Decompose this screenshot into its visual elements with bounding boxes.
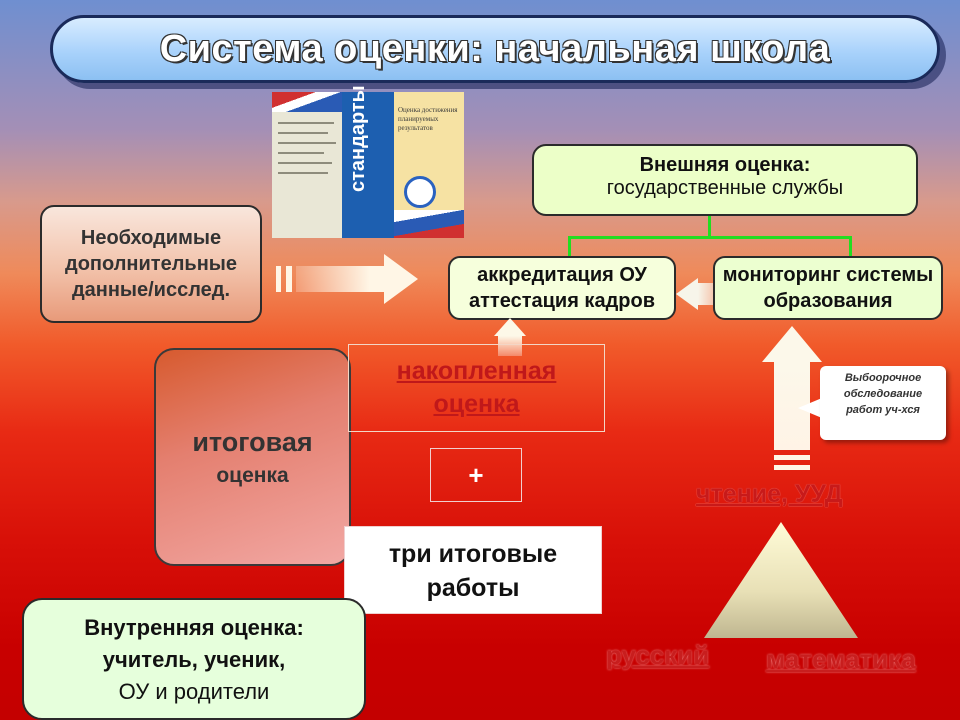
up-arrow-icon — [494, 318, 526, 336]
internal-evaluation-parents: ОУ и родители — [118, 679, 270, 704]
book-flag-stripes-right — [394, 210, 464, 238]
external-evaluation-box: Внешняя оценка: государственные службы — [532, 144, 918, 216]
additional-data-line1: Необходимые — [80, 227, 222, 249]
book-text-line — [278, 132, 328, 134]
right-arrow-icon — [384, 254, 418, 304]
accumulated-assessment-box: накопленная оценка — [348, 344, 605, 432]
accreditation-line2: аттестация кадров — [469, 290, 655, 312]
slide-title: Система оценки: начальная школа — [159, 27, 831, 70]
plus-sign: + — [468, 459, 484, 490]
monitoring-box: мониторинг системы образования — [713, 256, 943, 320]
additional-data-line2: дополнительные — [65, 253, 237, 275]
connector-line — [849, 236, 852, 258]
internal-evaluation-heading: Внутренняя оценка: — [84, 615, 304, 640]
russian-label[interactable]: русский — [606, 640, 710, 670]
callout-tail — [798, 398, 822, 418]
additional-data-box: Необходимые дополнительные данные/исслед… — [40, 205, 262, 323]
standards-book-image: стандарты Оценка достижения планируемых … — [272, 85, 464, 238]
sampling-survey-callout: Выбоорочное обследование работ уч-хся — [820, 366, 946, 440]
callout-line1: Выбоорочное — [844, 372, 922, 384]
book-text-line — [278, 162, 332, 164]
connector-line — [568, 236, 571, 258]
book-logo-icon — [404, 176, 436, 208]
big-up-arrow-icon — [762, 326, 822, 362]
reading-label[interactable]: чтение, УУД — [696, 480, 843, 508]
external-evaluation-subtitle: государственные службы — [606, 177, 844, 199]
monitoring-line1: мониторинг системы — [722, 264, 934, 286]
callout-line3: работ уч-хся — [846, 404, 920, 416]
accreditation-line1: аккредитация ОУ — [477, 264, 647, 286]
book-subtitle: Оценка достижения планируемых результато… — [398, 106, 458, 132]
book-text-line — [278, 122, 334, 124]
book-left-page — [272, 92, 342, 238]
three-final-works-box: три итоговые работы — [344, 526, 602, 614]
external-evaluation-heading: Внешняя оценка: — [639, 154, 811, 176]
book-text-line — [278, 152, 324, 154]
connector-line — [568, 236, 852, 239]
book-text-line — [278, 142, 336, 144]
final-assessment-subtitle: оценка — [216, 463, 289, 487]
callout-line2: обследование — [843, 388, 923, 400]
arrow-tick — [286, 266, 292, 292]
monitoring-line2: образования — [763, 290, 893, 312]
book-spine — [342, 92, 394, 238]
accumulated-assessment-line1[interactable]: накопленная — [396, 357, 557, 385]
left-arrow-icon — [676, 278, 698, 310]
three-final-works-line2: работы — [426, 574, 520, 602]
book-text-line — [278, 172, 328, 174]
arrow-tick — [276, 266, 281, 292]
final-assessment-box: итоговая оценка — [154, 348, 351, 566]
slide-title-banner: Система оценки: начальная школа — [50, 15, 940, 83]
accreditation-box: аккредитация ОУ аттестация кадров — [448, 256, 676, 320]
internal-evaluation-participants: учитель, ученик, — [102, 647, 286, 672]
math-label[interactable]: математика — [766, 644, 916, 674]
arrow-tick — [774, 465, 810, 470]
up-arrow-body — [498, 336, 522, 356]
plus-box: + — [430, 448, 522, 502]
internal-evaluation-box: Внутренняя оценка: учитель, ученик, ОУ и… — [22, 598, 366, 720]
arrow-tick — [774, 455, 810, 460]
accumulated-assessment-line2[interactable]: оценка — [433, 390, 520, 418]
pyramid-triangle — [704, 522, 858, 638]
three-final-works-line1: три итоговые — [388, 540, 558, 568]
additional-data-line3: данные/исслед. — [71, 279, 231, 301]
connector-line — [708, 216, 711, 238]
right-arrow-body — [296, 266, 388, 292]
final-assessment-title: итоговая — [192, 426, 313, 457]
book-flag-stripes — [272, 92, 342, 112]
